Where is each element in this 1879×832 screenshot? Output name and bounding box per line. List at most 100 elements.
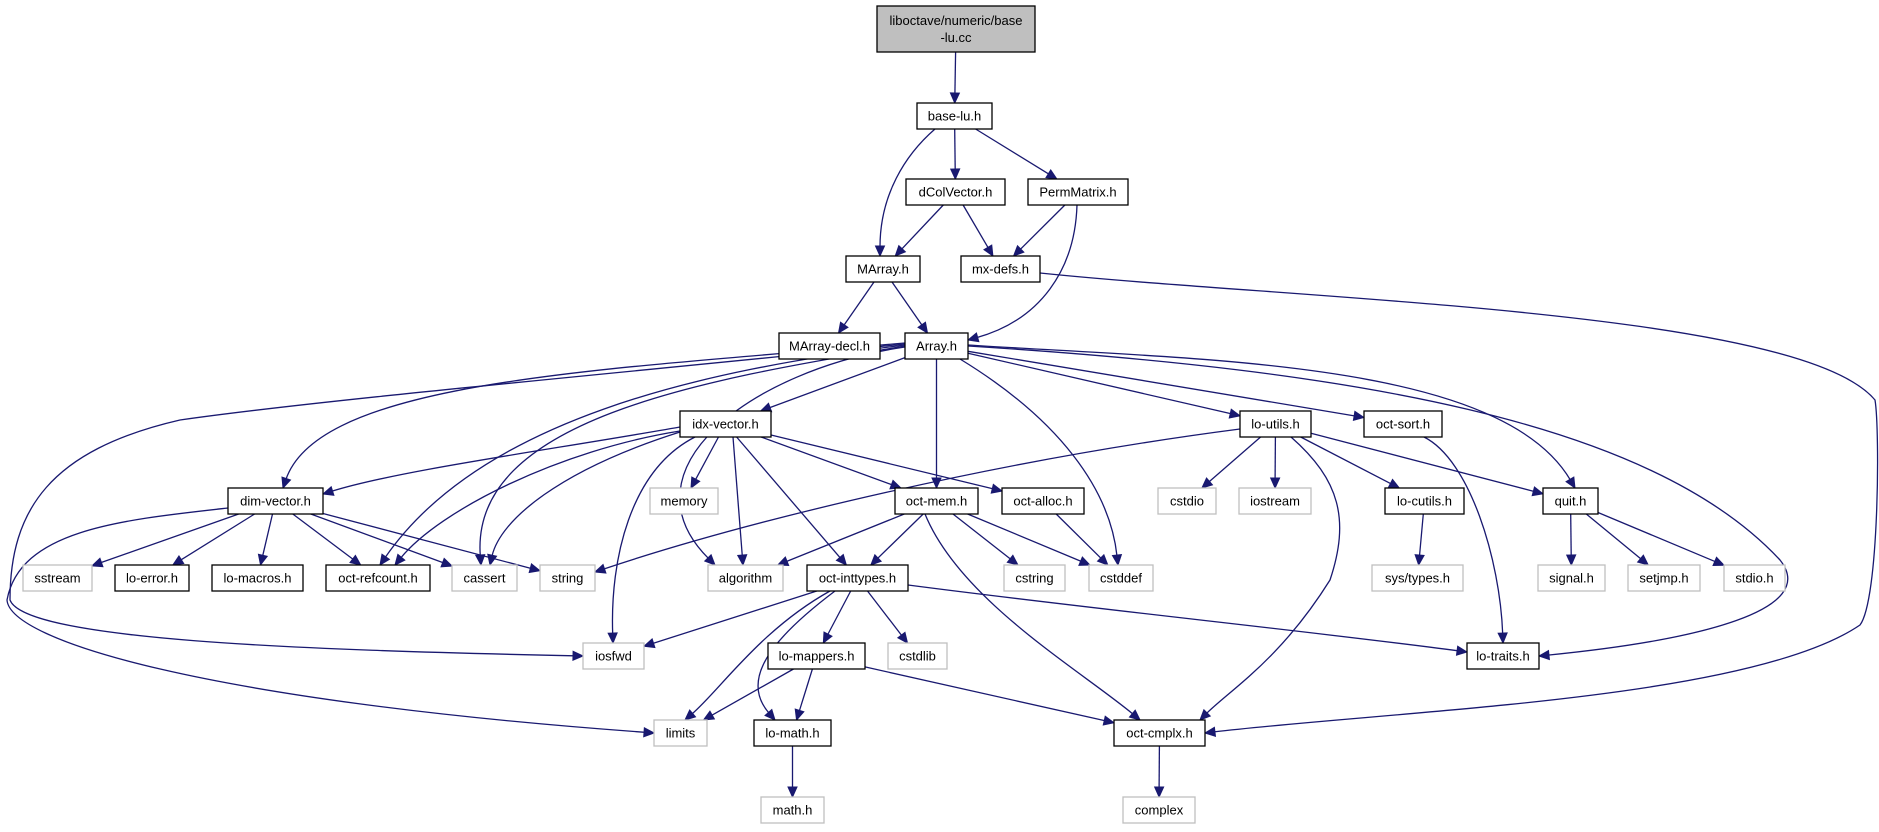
node-lo-mappers-h[interactable]: lo-mappers.h: [767, 642, 866, 670]
node-box: [114, 564, 190, 592]
node-base-lu-cc[interactable]: liboctave/numeric/base-lu.cc: [876, 5, 1036, 53]
node-quit-h[interactable]: quit.h: [1542, 487, 1599, 515]
edge-oct-sort-h-to-lo-traits-h-arrowhead-icon: [1497, 632, 1508, 645]
edge-array-h-to-algorithm-arrowhead-icon: [703, 553, 716, 566]
edge-dcolvector-h-to-marray-h-arrowhead-icon: [894, 244, 907, 257]
node-lo-traits-h[interactable]: lo-traits.h: [1466, 642, 1540, 670]
edge-oct-inttypes-h-to-lo-traits-h-arrowhead-icon: [1455, 645, 1469, 656]
node-label: MArray-decl.h: [789, 339, 870, 354]
node-marray-h[interactable]: MArray.h: [845, 255, 921, 283]
edge-lo-math-h-to-math-h-arrowhead-icon: [787, 786, 798, 799]
node-label: oct-alloc.h: [1013, 494, 1072, 509]
node-box: [916, 102, 993, 130]
node-label: string: [552, 571, 584, 586]
edge-dim-vector-h-to-string-arrowhead-icon: [528, 562, 542, 574]
node-box: [1027, 178, 1129, 206]
edge-oct-inttypes-h-to-lo-math-h-arrowhead-icon: [764, 708, 776, 721]
node-permmatrix-h[interactable]: PermMatrix.h: [1027, 178, 1129, 206]
edge-idx-vector-h-to-iosfwd: [611, 436, 696, 635]
edge-lo-utils-h-to-cstdio-arrowhead-icon: [1201, 477, 1214, 489]
node-oct-alloc-h[interactable]: oct-alloc.h: [1001, 487, 1085, 515]
edge-base-lu-h-to-dcolvector-h-arrowhead-icon: [949, 168, 961, 181]
edge-oct-mem-h-to-cstddef: [967, 513, 1082, 563]
node-box: [767, 642, 866, 670]
node-box: [1239, 410, 1312, 438]
node-cassert: cassert: [451, 564, 518, 592]
edge-idx-vector-h-to-dim-vector-h: [331, 426, 681, 492]
node-lo-cutils-h[interactable]: lo-cutils.h: [1384, 487, 1465, 515]
node-label: iosfwd: [595, 649, 632, 664]
edge-array-h-to-quit-h: [967, 344, 1572, 481]
node-label: oct-refcount.h: [338, 571, 418, 586]
node-oct-mem-h[interactable]: oct-mem.h: [894, 487, 979, 515]
node-label: limits: [666, 726, 696, 741]
node-marray-decl-h[interactable]: MArray-decl.h: [778, 332, 881, 360]
edge-idx-vector-h-to-oct-inttypes-h-arrowhead-icon: [835, 553, 848, 566]
edge-mx-defs-h-to-oct-cmplx-h: [1039, 272, 1879, 733]
node-array-h[interactable]: Array.h: [904, 332, 969, 360]
edge-oct-inttypes-h-to-lo-math-h: [757, 590, 836, 714]
node-box: [451, 564, 518, 592]
node-box: [649, 487, 719, 515]
edge-oct-mem-h-to-oct-cmplx-h: [924, 513, 1134, 715]
edge-idx-vector-h-to-cassert: [491, 431, 681, 557]
node-box: [582, 642, 645, 670]
node-base-lu-h[interactable]: base-lu.h: [916, 102, 993, 130]
node-lo-error-h[interactable]: lo-error.h: [114, 564, 190, 592]
node-sys-types-h: sys/types.h: [1371, 564, 1464, 592]
node-lo-utils-h[interactable]: lo-utils.h: [1239, 410, 1312, 438]
node-label: MArray.h: [857, 262, 909, 277]
node-oct-sort-h[interactable]: oct-sort.h: [1363, 410, 1443, 438]
edge-oct-mem-h-to-algorithm-arrowhead-icon: [776, 556, 790, 566]
edge-oct-inttypes-h-to-limits-arrowhead-icon: [684, 709, 697, 721]
node-dim-vector-h[interactable]: dim-vector.h: [227, 487, 324, 515]
edge-oct-inttypes-h-to-cstdlib: [866, 590, 903, 637]
edge-array-h-to-iosfwd-arrowhead-icon: [572, 650, 585, 662]
edge-oct-mem-h-to-oct-inttypes-h: [876, 513, 924, 560]
edge-array-h-to-cstddef-arrowhead-icon: [1111, 553, 1123, 567]
node-algorithm: algorithm: [707, 564, 784, 592]
edge-lo-cutils-h-to-sys-types-h-arrowhead-icon: [1414, 554, 1425, 567]
node-label: -lu.cc: [940, 30, 972, 45]
edge-dim-vector-h-to-oct-refcount-h: [292, 513, 354, 561]
edge-dim-vector-h-to-lo-error-h-arrowhead-icon: [171, 554, 185, 566]
edge-lo-mappers-h-to-lo-math-h: [798, 668, 814, 712]
node-lo-math-h[interactable]: lo-math.h: [753, 719, 832, 747]
node-setjmp-h: setjmp.h: [1627, 564, 1701, 592]
node-box: [905, 178, 1006, 206]
edge-dim-vector-h-to-oct-refcount-h-arrowhead-icon: [349, 554, 362, 566]
edge-array-h-to-oct-sort-h: [967, 350, 1356, 417]
node-label: Array.h: [916, 339, 957, 354]
node-label: lo-math.h: [765, 726, 819, 741]
node-box: [211, 564, 304, 592]
node-box: [960, 255, 1041, 283]
node-box: [876, 5, 1036, 53]
node-label: lo-mappers.h: [779, 649, 855, 664]
node-limits: limits: [653, 719, 708, 747]
node-oct-cmplx-h[interactable]: oct-cmplx.h: [1113, 719, 1206, 747]
edge-oct-alloc-h-to-cstddef-arrowhead-icon: [1096, 553, 1109, 566]
edge-oct-inttypes-h-to-iosfwd: [652, 590, 817, 645]
node-mx-defs-h[interactable]: mx-defs.h: [960, 255, 1041, 283]
edge-lo-utils-h-to-quit-h: [1310, 432, 1535, 493]
edges-layer: [6, 51, 1879, 799]
node-label: dColVector.h: [919, 185, 993, 200]
edge-lo-mappers-h-to-oct-cmplx-h-arrowhead-icon: [1102, 715, 1116, 726]
node-label: cstdio: [1170, 494, 1204, 509]
node-lo-macros-h[interactable]: lo-macros.h: [211, 564, 304, 592]
edge-dim-vector-h-to-sstream: [100, 513, 239, 564]
node-label: oct-cmplx.h: [1126, 726, 1192, 741]
node-cstdio: cstdio: [1157, 487, 1217, 515]
edge-quit-h-to-signal-h: [1570, 513, 1572, 557]
node-oct-refcount-h[interactable]: oct-refcount.h: [325, 564, 431, 592]
edge-quit-h-to-stdio-h: [1597, 511, 1716, 563]
node-box: [1384, 487, 1465, 515]
node-dcolvector-h[interactable]: dColVector.h: [905, 178, 1006, 206]
edge-oct-cmplx-h-to-complex-arrowhead-icon: [1153, 786, 1165, 799]
edge-oct-inttypes-h-to-lo-mappers-h: [826, 590, 852, 636]
node-label: oct-inttypes.h: [819, 571, 896, 586]
node-idx-vector-h[interactable]: idx-vector.h: [679, 410, 772, 438]
node-oct-inttypes-h[interactable]: oct-inttypes.h: [806, 564, 909, 592]
node-stdio-h: stdio.h: [1723, 564, 1786, 592]
